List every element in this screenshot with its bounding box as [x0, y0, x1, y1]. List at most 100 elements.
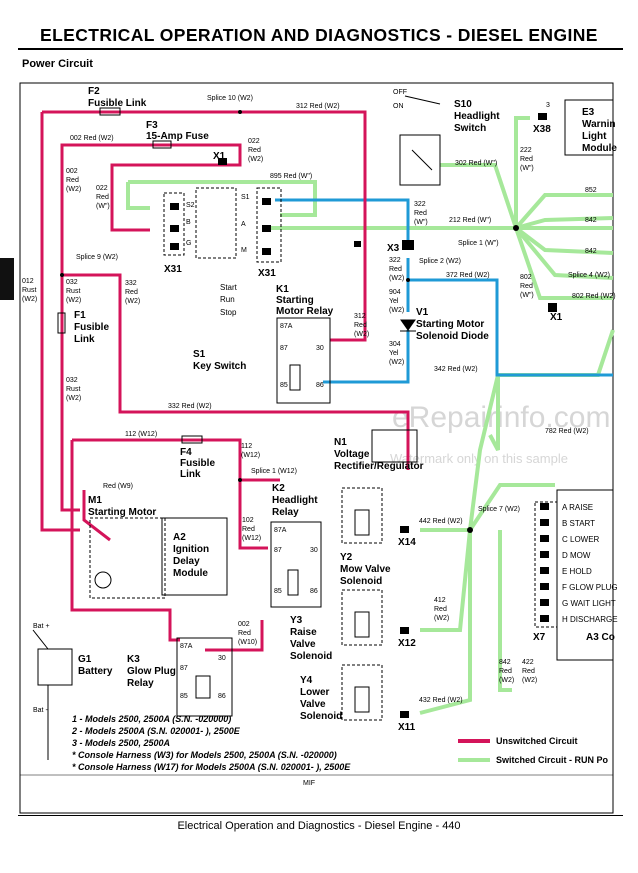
wire-002b-2: Red [66, 177, 79, 184]
page-title: ELECTRICAL OPERATION AND DIAGNOSTICS - D… [40, 25, 598, 45]
x31-right-connector-box [256, 187, 282, 263]
unswitched-circuit-wires [40, 110, 410, 652]
x7-pin-a: A RAISE [562, 503, 593, 512]
y3-raise-valve-solenoid-box [341, 589, 383, 646]
k1-label-1: Starting [276, 295, 314, 306]
wire-304-3: (W2) [389, 359, 404, 366]
g1-ref: G1 [78, 654, 92, 665]
v1-ref: V1 [416, 307, 429, 318]
wire-432: 432 Red (W2) [419, 697, 463, 704]
f3-ref: F3 [146, 120, 158, 131]
s10-off: OFF [393, 89, 407, 96]
wire-304-2: Yel [389, 350, 399, 357]
wire-222-1: 222 [520, 147, 532, 154]
x31-label-b: X31 [258, 268, 276, 279]
k1-pin-86: 86 [316, 382, 324, 389]
a2-label-3: Module [173, 568, 208, 579]
wire-312b-2: Red [354, 322, 367, 329]
s1-pin-m: M [241, 247, 247, 254]
wire-442: 442 Red (W2) [419, 518, 463, 525]
m1-label: Starting Motor [88, 507, 156, 518]
v1-label-2: Solenoid Diode [416, 331, 489, 342]
a2-ignition-delay-module-box [161, 517, 228, 596]
f4-ref: F4 [180, 447, 192, 458]
y2-label-1: Mow Valve [340, 564, 391, 575]
wire-842a: 842 [585, 217, 597, 224]
f4-label-1: Fusible [180, 458, 215, 469]
wire-412-2: Red [434, 606, 447, 613]
footer-rule [18, 815, 623, 816]
y3-ref: Y3 [290, 615, 303, 626]
s1-pin-b: B [186, 219, 191, 226]
k1-pin-30: 30 [316, 345, 324, 352]
k1-pin-87: 87 [280, 345, 288, 352]
wire-904-3: (W2) [389, 307, 404, 314]
wire-102-2: Red [242, 526, 255, 533]
wire-312b-3: (W2) [354, 331, 369, 338]
n1-regulator-box [371, 429, 418, 463]
wire-222-3: (W") [520, 165, 534, 172]
wire-3: 3 [546, 102, 550, 109]
s1-label: Key Switch [193, 361, 246, 372]
wire-422-3: (W2) [522, 677, 537, 684]
wire-904-2: Yel [389, 298, 399, 305]
k2-pin-85: 85 [274, 588, 282, 595]
wire-322a-3: (W") [414, 219, 428, 226]
s10-headlight-switch-box [399, 134, 441, 186]
f2-label: Fusible Link [88, 98, 147, 109]
m1-ref: M1 [88, 495, 102, 506]
wire-022a-2: Red [248, 147, 261, 154]
section-title: Power Circuit [22, 58, 93, 70]
wire-304-1: 304 [389, 341, 401, 348]
mif-label: MIF [303, 780, 315, 787]
wire-012-1: 012 [22, 278, 34, 285]
x1-label-b: X1 [550, 312, 563, 323]
wire-redw9: Red (W9) [103, 483, 133, 490]
wire-802a-2: Red [520, 283, 533, 290]
note-4: * Console Harness (W3) for Models 2500, … [72, 750, 337, 760]
wire-splice1b: Splice 1 (W12) [251, 468, 297, 475]
wire-332a-2: Red [125, 289, 138, 296]
wire-022b-3: (W") [96, 203, 110, 210]
k1-ref: K1 [276, 284, 289, 295]
k3-ref: K3 [127, 654, 140, 665]
wire-splice4: Splice 4 (W2) [568, 272, 610, 279]
wire-212: 212 Red (W") [449, 217, 491, 224]
f2-ref: F2 [88, 86, 100, 97]
bat-pos-label: Bat + [33, 623, 50, 630]
s1-pos-stop: Stop [220, 308, 237, 317]
e3-label-3: Module [582, 143, 617, 154]
f4-label-2: Link [180, 469, 201, 480]
wire-002c-2: Red [238, 630, 251, 637]
x7-pin-f: F GLOW PLUG [562, 583, 618, 592]
wire-842c-3: (W2) [499, 677, 514, 684]
y2-mow-valve-solenoid-box [341, 487, 383, 544]
wire-802a-3: (W") [520, 292, 534, 299]
y3-label-2: Valve [290, 639, 316, 650]
x31-label-a: X31 [164, 264, 182, 275]
k2-label-1: Headlight [272, 495, 318, 506]
k3-pin-87a: 87A [180, 643, 193, 650]
k1-pin-87a: 87A [280, 323, 293, 330]
a2-label-2: Delay [173, 556, 200, 567]
wire-012-2: Rust [22, 287, 36, 294]
note-2: 2 - Models 2500A (S.N. 020001- ), 2500E [71, 726, 241, 736]
wire-852: 852 [585, 187, 597, 194]
wire-032b-2: Rust [66, 386, 80, 393]
wire-332a-1: 332 [125, 280, 137, 287]
k2-relay-box [270, 521, 322, 608]
m1-starting-motor-box [89, 517, 166, 599]
s1-pin-g: G [186, 240, 191, 247]
wire-412-1: 412 [434, 597, 446, 604]
n1-label-2: Rectifier/Regulator [334, 461, 424, 472]
wire-322b-2: Red [389, 266, 402, 273]
f2-fusible-link-symbol [99, 107, 121, 116]
f3-label: 15-Amp Fuse [146, 131, 209, 142]
wire-312: 312 Red (W2) [296, 103, 340, 110]
k1-pin-85: 85 [280, 382, 288, 389]
x1-label-a: X1 [213, 151, 226, 162]
y4-label-1: Lower [300, 687, 330, 698]
wire-802a-1: 802 [520, 274, 532, 281]
watermark-site: eRepairinfo.com [392, 401, 610, 434]
